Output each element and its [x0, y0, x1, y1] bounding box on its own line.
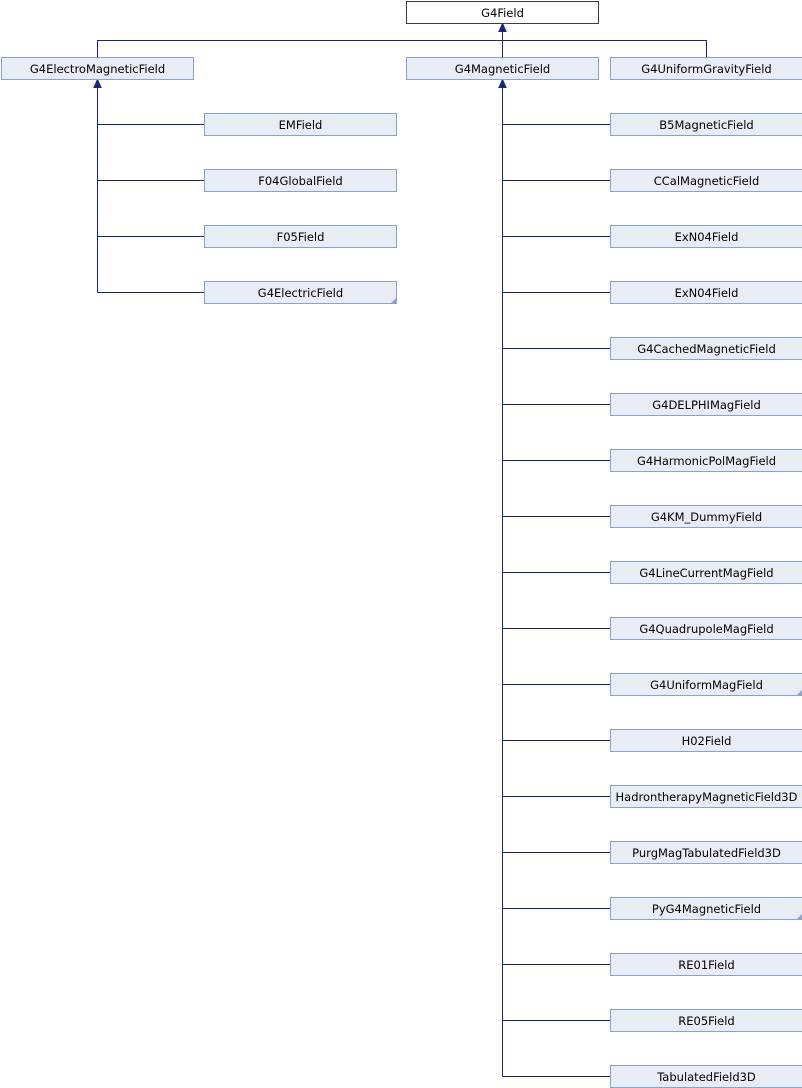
class-node-purgmagtabulatedfield3d[interactable]: PurgMagTabulatedField3D — [610, 841, 802, 864]
class-node-label: RE01Field — [678, 958, 734, 972]
class-node-g4uniformgravityfield[interactable]: G4UniformGravityField — [610, 57, 802, 80]
class-node-label: G4Field — [481, 6, 524, 20]
class-node-label: G4UniformGravityField — [641, 62, 772, 76]
inheritance-arrowhead — [498, 78, 507, 88]
class-node-label: RE05Field — [678, 1014, 734, 1028]
class-node-label: H02Field — [682, 734, 732, 748]
class-node-label: G4CachedMagneticField — [637, 342, 776, 356]
class-node-hadrontherapymagneticfield3d[interactable]: HadrontherapyMagneticField3D — [610, 785, 802, 808]
class-node-g4cachedmagneticfield[interactable]: G4CachedMagneticField — [610, 337, 802, 360]
inheritance-arrowhead — [498, 22, 507, 32]
class-node-g4uniformmagfield[interactable]: G4UniformMagField — [610, 673, 802, 696]
class-node-emfield[interactable]: EMField — [204, 113, 397, 136]
class-node-box — [610, 673, 802, 696]
class-node-g4magneticfield[interactable]: G4MagneticField — [406, 57, 599, 80]
class-node-box — [204, 225, 397, 248]
class-node-box — [610, 281, 802, 304]
class-node-label: G4HarmonicPolMagField — [637, 454, 776, 468]
inheritance-arrowhead — [93, 78, 102, 88]
class-node-box — [406, 1, 599, 24]
class-node-box — [610, 617, 802, 640]
class-node-exn04field[interactable]: ExN04Field — [610, 281, 802, 304]
class-node-box — [610, 113, 802, 136]
class-node-box — [610, 225, 802, 248]
class-node-box — [610, 449, 802, 472]
class-node-label: G4ElectricField — [258, 286, 343, 300]
class-node-g4electricfield[interactable]: G4ElectricField — [204, 281, 397, 304]
class-node-b5magneticfield[interactable]: B5MagneticField — [610, 113, 802, 136]
class-node-label: B5MagneticField — [659, 118, 753, 132]
class-node-label: ExN04Field — [675, 230, 739, 244]
more-subclasses-icon — [390, 297, 397, 304]
more-subclasses-icon — [796, 914, 802, 920]
class-node-box — [1, 57, 194, 80]
class-node-label: PyG4MagneticField — [652, 902, 761, 916]
class-node-box — [610, 1009, 802, 1032]
class-node-box — [610, 505, 802, 528]
class-node-box — [610, 841, 802, 864]
class-node-label: G4MagneticField — [455, 62, 550, 76]
class-node-box — [204, 113, 397, 136]
class-node-label: G4DELPHIMagField — [652, 398, 761, 412]
class-node-exn04field[interactable]: ExN04Field — [610, 225, 802, 248]
class-node-box — [610, 337, 802, 360]
class-node-re05field[interactable]: RE05Field — [610, 1009, 802, 1032]
class-node-tabulatedfield3d[interactable]: TabulatedField3D — [610, 1065, 802, 1088]
class-node-label: TabulatedField3D — [656, 1070, 756, 1084]
class-node-h02field[interactable]: H02Field — [610, 729, 802, 752]
inheritance-edges — [93, 22, 707, 1077]
class-node-label: CCalMagneticField — [654, 174, 760, 188]
class-node-label: EMField — [279, 118, 323, 132]
class-node-label: G4QuadrupoleMagField — [639, 622, 773, 636]
class-node-box — [204, 169, 397, 192]
class-node-box — [610, 57, 802, 80]
class-node-label: G4KM_DummyField — [651, 510, 762, 524]
class-node-box — [406, 57, 599, 80]
class-node-pyg4magneticfield[interactable]: PyG4MagneticField — [610, 897, 802, 920]
class-node-label: F04GlobalField — [258, 174, 342, 188]
class-node-g4km-dummyfield[interactable]: G4KM_DummyField — [610, 505, 802, 528]
class-node-label: G4UniformMagField — [650, 678, 763, 692]
class-node-label: G4ElectroMagneticField — [30, 62, 165, 76]
class-node-box — [610, 729, 802, 752]
more-subclasses-icon — [796, 690, 802, 696]
class-node-box — [610, 897, 802, 920]
class-node-box — [610, 953, 802, 976]
class-node-label: HadrontherapyMagneticField3D — [616, 790, 798, 804]
class-node-box — [204, 281, 397, 304]
class-node-g4delphimagfield[interactable]: G4DELPHIMagField — [610, 393, 802, 416]
class-node-box — [610, 169, 802, 192]
edge-root-bus — [97, 40, 707, 58]
class-node-ccalmagneticfield[interactable]: CCalMagneticField — [610, 169, 802, 192]
class-node-label: PurgMagTabulatedField3D — [632, 846, 781, 860]
class-node-box — [610, 785, 802, 808]
class-node-f05field[interactable]: F05Field — [204, 225, 397, 248]
class-node-g4field[interactable]: G4Field — [406, 1, 599, 24]
class-node-g4quadrupolemagfield[interactable]: G4QuadrupoleMagField — [610, 617, 802, 640]
class-node-f04globalfield[interactable]: F04GlobalField — [204, 169, 397, 192]
class-node-box — [610, 393, 802, 416]
class-node-g4electromagneticfield[interactable]: G4ElectroMagneticField — [1, 57, 194, 80]
class-node-re01field[interactable]: RE01Field — [610, 953, 802, 976]
class-node-label: F05Field — [277, 230, 325, 244]
class-node-box — [610, 561, 802, 584]
class-node-g4linecurrentmagfield[interactable]: G4LineCurrentMagField — [610, 561, 802, 584]
class-node-g4harmonicpolmagfield[interactable]: G4HarmonicPolMagField — [610, 449, 802, 472]
class-node-label: G4LineCurrentMagField — [639, 566, 773, 580]
class-node-label: ExN04Field — [675, 286, 739, 300]
